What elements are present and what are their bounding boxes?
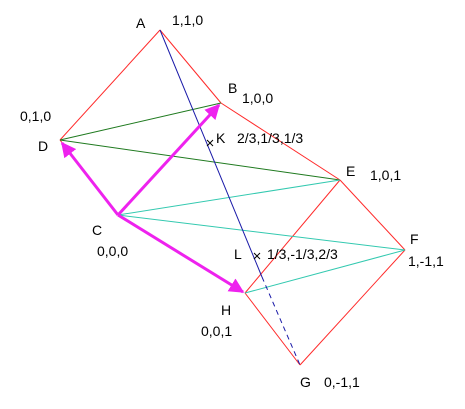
point-L-mark — [253, 252, 261, 260]
edge-CF — [117, 214, 406, 251]
point-A-letter: A — [136, 15, 146, 31]
edge-DB — [59, 102, 222, 141]
edge-AD — [59, 29, 161, 141]
edge-HF — [244, 249, 406, 294]
point-F-letter: F — [410, 231, 419, 247]
point-D-coords: 0,1,0 — [20, 108, 51, 124]
point-B-coords: 1,0,0 — [242, 90, 273, 106]
point-D-letter: D — [38, 138, 48, 154]
point-B-letter: B — [228, 80, 237, 96]
point-K-letter: K — [216, 130, 226, 146]
point-C-letter: C — [92, 222, 102, 238]
point-K-mark — [206, 139, 214, 147]
edge-DE — [59, 139, 341, 181]
vector-CH — [117, 213, 245, 294]
blue-diagonal — [159, 29, 301, 366]
point-H-letter: H — [221, 302, 231, 318]
point-C-coords: 0,0,0 — [97, 243, 128, 259]
edge-HG — [244, 292, 301, 366]
point-K-coords: 2/3,1/3,1/3 — [237, 130, 303, 146]
vector-CB — [116, 103, 221, 217]
edge-AB — [159, 29, 222, 104]
labels: A 1,1,0 B 1,0,0 0,1,0 D K 2/3,1/3,1/3 E … — [20, 12, 444, 390]
diagonal-solid — [159, 29, 263, 278]
point-A-coords: 1,1,0 — [172, 12, 203, 28]
point-L-letter: L — [234, 246, 242, 262]
point-E-coords: 1,0,1 — [370, 167, 401, 183]
green-edges — [59, 102, 341, 181]
edge-EF — [339, 179, 406, 251]
edge-BE — [220, 102, 341, 181]
point-G-letter: G — [300, 374, 311, 390]
point-L-coords: 1/3,-1/3,2/3 — [267, 246, 338, 262]
magenta-vectors — [60, 103, 245, 294]
point-E-letter: E — [346, 163, 355, 179]
diagonal-dashed — [261, 276, 301, 366]
point-F-coords: 1,-1,1 — [408, 253, 444, 269]
edge-FG — [299, 249, 406, 366]
point-H-coords: 0,0,1 — [201, 323, 232, 339]
point-G-coords: 0,-1,1 — [324, 374, 360, 390]
point-marks — [206, 139, 261, 260]
vector-CD — [60, 141, 120, 216]
